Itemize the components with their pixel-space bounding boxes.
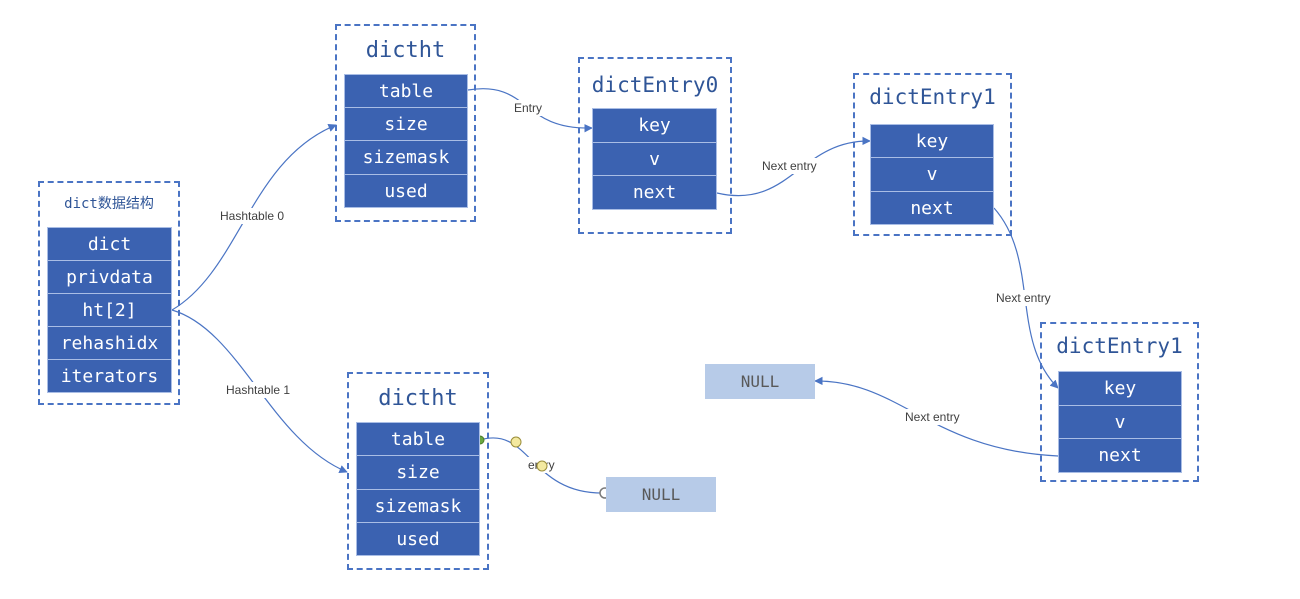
entry1b-group: dictEntry1 [1040,322,1199,482]
dictht1-field-table[interactable]: table [356,422,480,456]
dictht0-field-table[interactable]: table [344,74,468,108]
entry1a-field-key[interactable]: key [870,124,994,158]
dictht1-field-size[interactable]: size [356,455,480,490]
edge-label-next-entry-2: Next entry [996,291,1051,305]
edge-label-next-entry-3: Next entry [905,410,960,424]
dict-field-dict[interactable]: dict [47,227,172,261]
entry0-field-next[interactable]: next [592,175,717,210]
dict-field-iterators[interactable]: iterators [47,359,172,393]
edge-label-hashtable1: Hashtable 1 [226,383,290,397]
entry1b-field-v[interactable]: v [1058,405,1182,439]
entry1a-title: dictEntry1 [869,85,996,109]
entry0-field-key[interactable]: key [592,108,717,143]
dictht1-group: dictht [347,372,489,570]
edge-label-next-entry-1: Next entry [762,159,817,173]
entry1b-field-next[interactable]: next [1058,438,1182,473]
entry1a-group: dictEntry1 [853,73,1012,236]
entry1b-title: dictEntry1 [1056,334,1183,358]
edge-label-entry: Entry [514,101,542,115]
dictht0-field-sizemask[interactable]: sizemask [344,140,468,175]
dictht1-field-sizemask[interactable]: sizemask [356,489,480,523]
null-node-upper[interactable]: NULL [705,364,815,399]
dictht0-field-size[interactable]: size [344,107,468,141]
connector-control-handle[interactable] [510,436,522,448]
dictht1-field-used[interactable]: used [356,522,480,556]
dict-struct-title: dict数据结构 [64,196,154,212]
entry1a-field-next[interactable]: next [870,191,994,225]
entry0-group: dictEntry0 [578,57,732,234]
dictht0-title: dictht [365,38,446,63]
dict-field-ht[interactable]: ht[2] [47,293,172,327]
entry1a-field-v[interactable]: v [870,157,994,192]
entry1b-field-key[interactable]: key [1058,371,1182,406]
dict-struct-group: dict数据结构 [38,181,180,405]
dictht0-field-used[interactable]: used [344,174,468,208]
connector-control-handle[interactable] [536,460,548,472]
entry0-field-v[interactable]: v [592,142,717,176]
entry0-title: dictEntry0 [591,73,719,97]
dictht0-group: dictht [335,24,476,222]
dict-field-rehashidx[interactable]: rehashidx [47,326,172,360]
dictht1-title: dictht [378,386,458,411]
null-node-lower[interactable]: NULL [606,477,716,512]
dict-field-privdata[interactable]: privdata [47,260,172,294]
edge-label-hashtable0: Hashtable 0 [220,209,284,223]
